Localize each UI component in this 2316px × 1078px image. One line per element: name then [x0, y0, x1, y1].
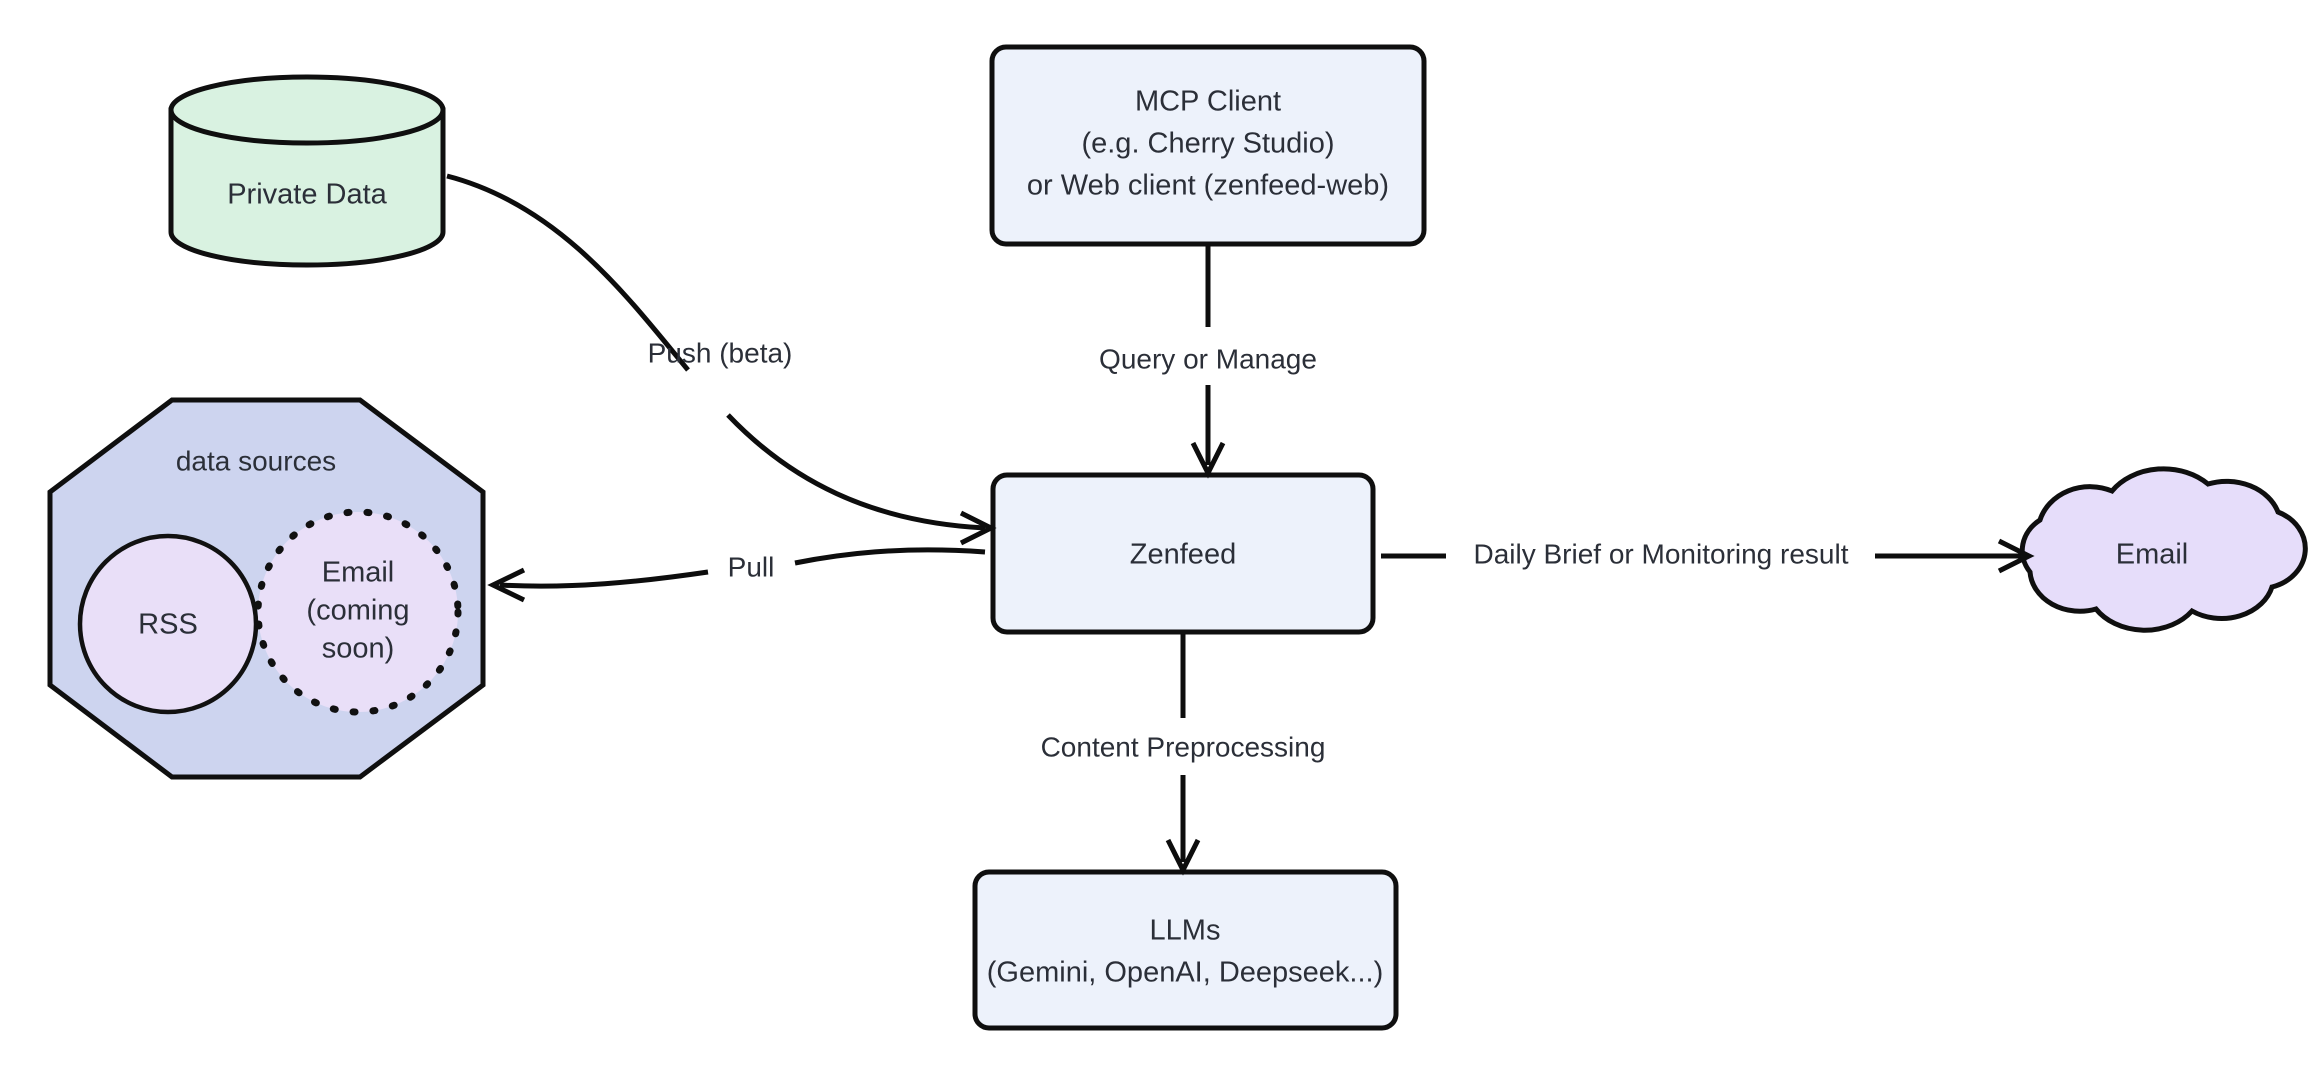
edge-query-or-manage: Query or Manage — [1099, 244, 1317, 479]
data-sources-label: data sources — [176, 445, 336, 476]
pull-arrowhead — [487, 567, 526, 603]
edge-content-preprocessing: Content Preprocessing — [1041, 634, 1326, 876]
node-zenfeed[interactable]: Zenfeed — [990, 472, 1376, 635]
edge-push: Push (beta) — [446, 173, 997, 546]
push-edge-label: Push (beta) — [648, 337, 793, 368]
edge-pull: Pull — [487, 547, 986, 603]
push-arrowhead — [959, 510, 997, 546]
push-line-upper — [446, 173, 690, 372]
email-source-label-line-1: Email — [322, 557, 395, 589]
pull-line-right — [794, 547, 986, 566]
pull-line-left — [499, 569, 709, 589]
mcp-client-label-line-2: (e.g. Cherry Studio) — [1081, 128, 1334, 160]
node-llms[interactable]: LLMs (Gemini, OpenAI, Deepseek...) — [972, 869, 1399, 1031]
push-line-lower — [726, 413, 986, 531]
zenfeed-box-shape — [990, 472, 1376, 635]
pull-edge-label: Pull — [728, 551, 775, 582]
email-out-label: Email — [2116, 539, 2189, 571]
email-source-label-line-3: soon) — [322, 633, 395, 665]
llms-label-line-1: LLMs — [1150, 915, 1221, 947]
node-email-source[interactable]: Email (coming soon) — [254, 508, 462, 716]
query-edge-label: Query or Manage — [1099, 343, 1317, 374]
content-preprocessing-edge-label: Content Preprocessing — [1041, 731, 1326, 762]
node-data-sources[interactable]: data sources RSS Email (coming soon) — [47, 397, 486, 780]
email-source-label-line-2: (coming — [306, 595, 409, 627]
cloud-shape — [2019, 466, 2308, 633]
edge-daily-brief: Daily Brief or Monitoring result — [1381, 538, 2035, 574]
cylinder-top-shape — [168, 74, 446, 146]
node-email-out[interactable]: Email — [2019, 466, 2308, 633]
cylinder-body-shape — [168, 107, 446, 268]
mcp-client-label-line-1: MCP Client — [1135, 86, 1281, 118]
daily-brief-arrowhead — [1997, 538, 2035, 574]
private-data-label: Private Data — [227, 179, 387, 211]
node-mcp-client[interactable]: MCP Client (e.g. Cherry Studio) or Web c… — [989, 44, 1427, 247]
query-arrowhead — [1190, 441, 1226, 479]
node-rss[interactable]: RSS — [77, 533, 259, 715]
llms-label-line-2: (Gemini, OpenAI, Deepseek...) — [987, 957, 1384, 989]
rss-label: RSS — [138, 609, 198, 641]
zenfeed-label: Zenfeed — [1130, 539, 1236, 571]
mcp-client-label-line-3: or Web client (zenfeed-web) — [1027, 170, 1389, 202]
daily-brief-edge-label: Daily Brief or Monitoring result — [1473, 538, 1848, 569]
node-private-data[interactable]: Private Data — [168, 74, 446, 268]
email-source-circle-shape — [254, 508, 462, 716]
llms-box-shape — [972, 869, 1399, 1031]
content-preprocessing-arrowhead — [1165, 838, 1201, 876]
